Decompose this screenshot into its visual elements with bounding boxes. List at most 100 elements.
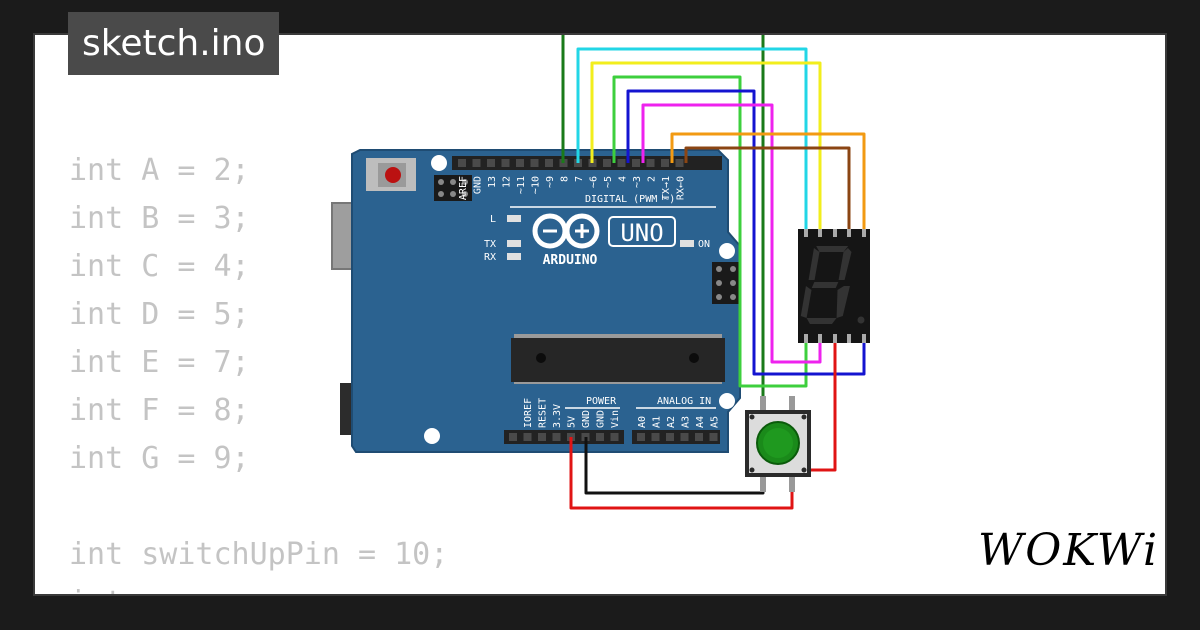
segment-pin[interactable] [862,229,866,237]
pin-socket[interactable] [538,433,546,441]
pin-socket[interactable] [661,159,669,167]
pin-socket[interactable] [596,433,604,441]
analog-pin-label: A3 [681,416,692,428]
segment-pin[interactable] [804,229,808,237]
pin-socket[interactable] [501,159,510,167]
led-on [680,240,694,247]
segment-pin[interactable] [847,334,851,343]
wire-cyan[interactable] [576,47,808,234]
pin-socket[interactable] [675,159,684,167]
code-line[interactable]: int B = 3; [69,201,250,236]
segment-pin[interactable] [847,229,851,237]
pin-socket[interactable] [646,159,655,167]
code-line[interactable]: int F = 8; [69,393,250,428]
mount-hole [431,155,447,171]
pin-socket[interactable] [545,159,553,167]
code-line[interactable]: int E = 7; [69,345,250,380]
pin-socket[interactable] [651,433,660,441]
pin-socket[interactable] [617,159,626,167]
pin-socket[interactable] [458,159,466,167]
mount-hole [424,428,440,444]
code-line[interactable]: int switchUpPin = 10; [69,537,449,572]
wire-orange[interactable] [670,132,866,234]
code-line[interactable]: int G = 9; [69,441,250,476]
led-l-label: L [490,214,496,225]
pin-socket[interactable] [516,159,524,167]
segment-pin[interactable] [818,334,822,343]
digital-pin-label: TX→1 [661,176,672,200]
mount-hole [719,393,735,409]
digital-pin-label: 2 [647,176,658,182]
atmega-chip [511,334,725,384]
pin-socket[interactable] [552,433,561,441]
code-line[interactable]: int C = 4; [69,249,250,284]
digital-pin-label: ~10 [531,176,542,194]
code-line[interactable]: int ... [69,579,448,594]
icsp-header [434,175,472,201]
uno-badge [608,216,676,247]
wokwi-logo: WOKWi [978,525,1160,576]
reset-button[interactable] [366,158,416,191]
segment-pin[interactable] [833,229,837,237]
segment-pin[interactable] [862,334,866,343]
analog-label: ANALOG IN [657,396,711,407]
pin-socket[interactable] [487,159,495,167]
power-pin-label: GND [581,410,592,428]
segment-pin[interactable] [833,334,837,343]
power-pin-label: IOREF [523,398,534,428]
analog-pin-label: A4 [695,416,706,428]
digital-pin-label: 13 [487,176,498,188]
led-rx-label: RX [484,252,496,263]
board-brand: ARDUINO [543,253,598,268]
power-pin-label: GND [596,410,607,428]
wire-red[interactable] [569,437,794,510]
led-tx-label: TX [484,239,496,250]
digital-pin-label: 12 [502,176,513,188]
digital-pin-label: ~11 [516,176,527,194]
code-line[interactable]: int A = 2; [69,153,250,188]
pin-socket[interactable] [637,433,645,441]
wire-red-2[interactable] [811,338,837,472]
power-header[interactable] [504,430,624,444]
wires[interactable] [561,35,866,510]
pin-socket[interactable] [632,159,640,167]
wire-blue[interactable] [626,89,866,376]
pin-socket[interactable] [603,159,611,167]
segment-pin[interactable] [804,334,808,343]
bottom-pin-sockets [509,433,718,441]
wire-magenta[interactable] [641,103,822,364]
pin-socket[interactable] [695,433,703,441]
pin-socket[interactable] [709,433,718,441]
digital-pin-label: 4 [618,176,629,182]
led-on-label: ON [698,239,710,250]
seven-segment-display[interactable] [798,229,870,343]
wire-green-light[interactable] [612,75,808,388]
power-pin-label: 3.3V [552,404,563,428]
digital-pin-label: RX←0 [676,176,687,200]
pin-socket[interactable] [680,433,689,441]
pin-socket[interactable] [472,159,481,167]
sketch-filename-tab[interactable]: sketch.ino [68,12,280,75]
power-label: POWER [586,396,617,407]
digital-pin-label: ~9 [545,176,556,188]
pin-socket[interactable] [523,433,532,441]
wire-brown[interactable] [684,146,851,234]
pin-socket[interactable] [610,433,619,441]
power-pin-label: 5V [567,416,578,428]
analog-header[interactable] [632,430,720,444]
code-line[interactable]: int D = 5; [69,297,250,332]
pin-socket[interactable] [666,433,674,441]
push-button[interactable] [745,396,811,492]
digital-pin-label: ~3 [632,176,643,188]
icsp-header-2 [712,262,740,304]
led-rx [507,253,521,260]
digital-pin-label: 7 [574,176,585,182]
code-editor[interactable]: int A = 2; int B = 3; int C = 4; int D = 5;… [69,147,449,594]
pin-socket[interactable] [509,433,517,441]
pin-socket[interactable] [530,159,539,167]
segment-pin[interactable] [818,229,822,237]
